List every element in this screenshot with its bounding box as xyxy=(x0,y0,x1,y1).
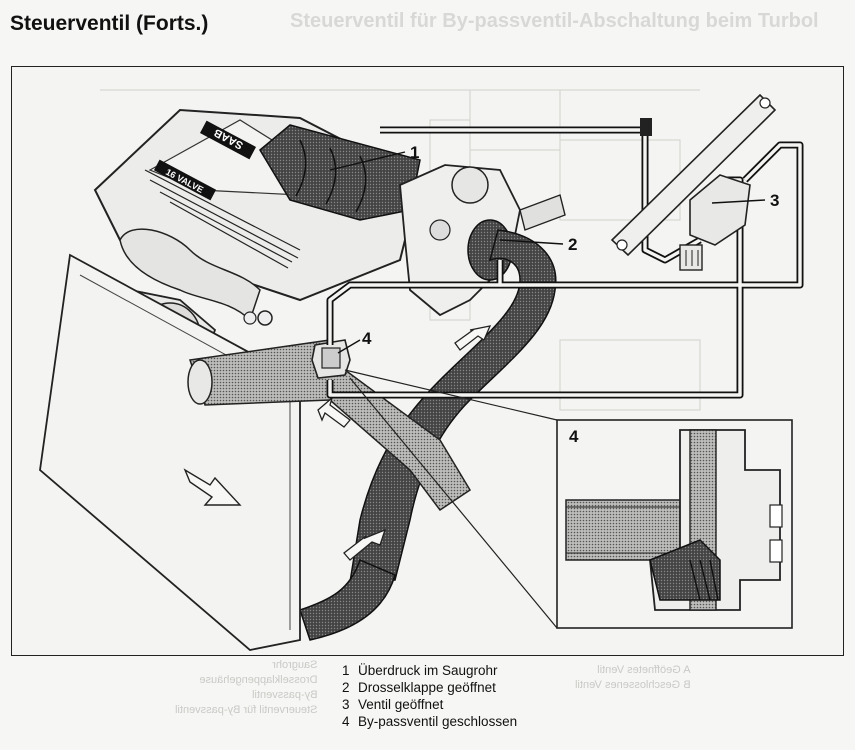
legend-number: 2 xyxy=(342,680,350,695)
detail-label-4: 4 xyxy=(569,427,579,446)
legend: 1 Überdruck im Saugrohr 2 Drosselklappe ge… xyxy=(342,662,517,730)
page-title: Steuerventil (Forts.) xyxy=(10,12,209,35)
callout-4: 4 xyxy=(362,329,372,348)
legend-text: By-passventil geschlossen xyxy=(358,714,518,729)
callout-1: 1 xyxy=(410,143,419,162)
legend-item: 3 Ventil geöffnet xyxy=(342,696,517,713)
legend-item: 2 Drosselklappe geöffnet xyxy=(342,679,517,696)
bypass-valve xyxy=(311,339,351,379)
ghost-line: A Geöffnetes Ventil xyxy=(597,664,691,676)
legend-number: 4 xyxy=(342,714,350,729)
flow-arrows xyxy=(317,325,492,561)
throttle-body xyxy=(399,164,566,317)
charge-air-hose xyxy=(349,229,557,583)
callout-3: 3 xyxy=(770,191,779,210)
ghost-line: Steuerventil für By-passventil xyxy=(175,704,318,716)
legend-number: 1 xyxy=(342,663,350,678)
legend-number: 3 xyxy=(342,697,350,712)
callout-2: 2 xyxy=(568,235,577,254)
legend-text: Überdruck im Saugrohr xyxy=(358,663,498,678)
t-connector xyxy=(640,118,652,136)
bypass-valve-detail xyxy=(344,369,793,629)
turbo-bypass-diagram: SAAB 16 VALVE xyxy=(39,89,804,651)
bleed-through-left: Saugrohr Drosselklappengehäuse By-passve… xyxy=(175,658,317,718)
lower-hose xyxy=(299,558,396,641)
legend-item: 1 Überdruck im Saugrohr xyxy=(342,662,517,679)
legend-item: 4 By-passventil geschlossen xyxy=(342,713,517,730)
legend-text: Drosselklappe geöffnet xyxy=(358,680,496,695)
ghost-line: B Geschlossenes Ventil xyxy=(575,679,691,691)
bleed-through-right: A Geöffnetes Ventil B Geschlossenes Vent… xyxy=(575,663,691,693)
legend-text: Ventil geöffnet xyxy=(358,697,444,712)
ghost-line: By-passventil xyxy=(252,689,318,701)
bleed-through-title: Steuerventil für By-passventil-Abschaltu… xyxy=(290,10,819,32)
ghost-line: Drosselklappengehäuse xyxy=(199,674,318,686)
control-valve xyxy=(610,93,777,271)
leader-lines xyxy=(329,151,766,354)
ghost-line: Saugrohr xyxy=(272,659,318,671)
